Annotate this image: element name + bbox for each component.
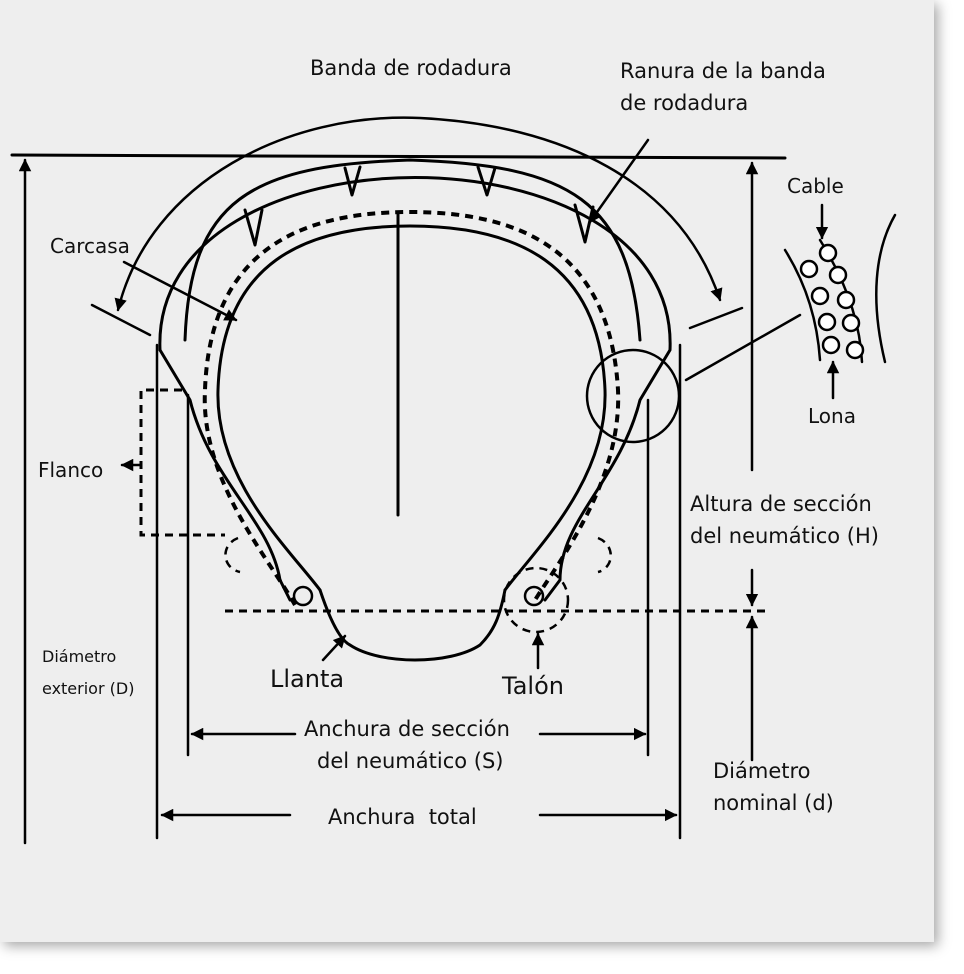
label-groove-line2: de rodadura (620, 91, 748, 115)
bead-bracket-left (224, 536, 241, 574)
tread-arc-arrow (114, 116, 723, 312)
label-groove-line1: Ranura de la banda (620, 59, 826, 83)
detail-circle (585, 348, 681, 444)
label-section-height-line1: Altura de sección (690, 492, 872, 516)
sidewall-bracket (139, 388, 225, 537)
label-carcass: Carcasa (50, 234, 130, 258)
label-nominal-diameter-line2: nominal (d) (713, 791, 834, 815)
label-bead: Talón (501, 672, 564, 700)
tire-outer-profile (158, 176, 672, 602)
carcass-dashed-line (202, 209, 621, 606)
rim-pointer (321, 634, 347, 662)
label-overall-width: Anchura total (328, 805, 477, 829)
label-tread: Banda de rodadura (310, 56, 512, 80)
tread-grooves (243, 165, 595, 247)
groove-pointer (588, 138, 650, 224)
bead-right-circle (523, 585, 545, 607)
label-section-width-line2: del neumático (S) (317, 749, 503, 773)
rim-outline (318, 588, 507, 662)
label-outer-diameter-line1: Diámetro (42, 647, 116, 666)
label-section-width-line1: Anchura de sección (304, 717, 510, 741)
top-reference-line (10, 153, 787, 160)
bead-left-circle (292, 585, 314, 607)
label-cable: Cable (787, 174, 844, 198)
tread-arc-tick-left (90, 303, 152, 337)
label-sidewall: Flanco (38, 458, 103, 482)
label-ply: Lona (808, 404, 856, 428)
tire-outer-profile-left (158, 348, 292, 602)
label-nominal-diameter-line1: Diámetro (713, 759, 811, 783)
label-outer-diameter-line2: exterior (D) (42, 679, 134, 698)
bead-bracket-right (597, 536, 612, 574)
inner-liner (216, 224, 607, 592)
tread-band (183, 158, 642, 342)
ply-layer-1 (783, 248, 822, 362)
bead-highlight-circle (502, 566, 570, 634)
detail-pointer-line (684, 313, 802, 382)
label-rim: Llanta (270, 665, 344, 693)
ply-layer-3 (875, 213, 897, 364)
carcass-pointer (122, 260, 238, 322)
tread-arc-tick-right (688, 306, 744, 330)
label-section-height-line2: del neumático (H) (690, 524, 879, 548)
cable-circles (799, 243, 865, 360)
